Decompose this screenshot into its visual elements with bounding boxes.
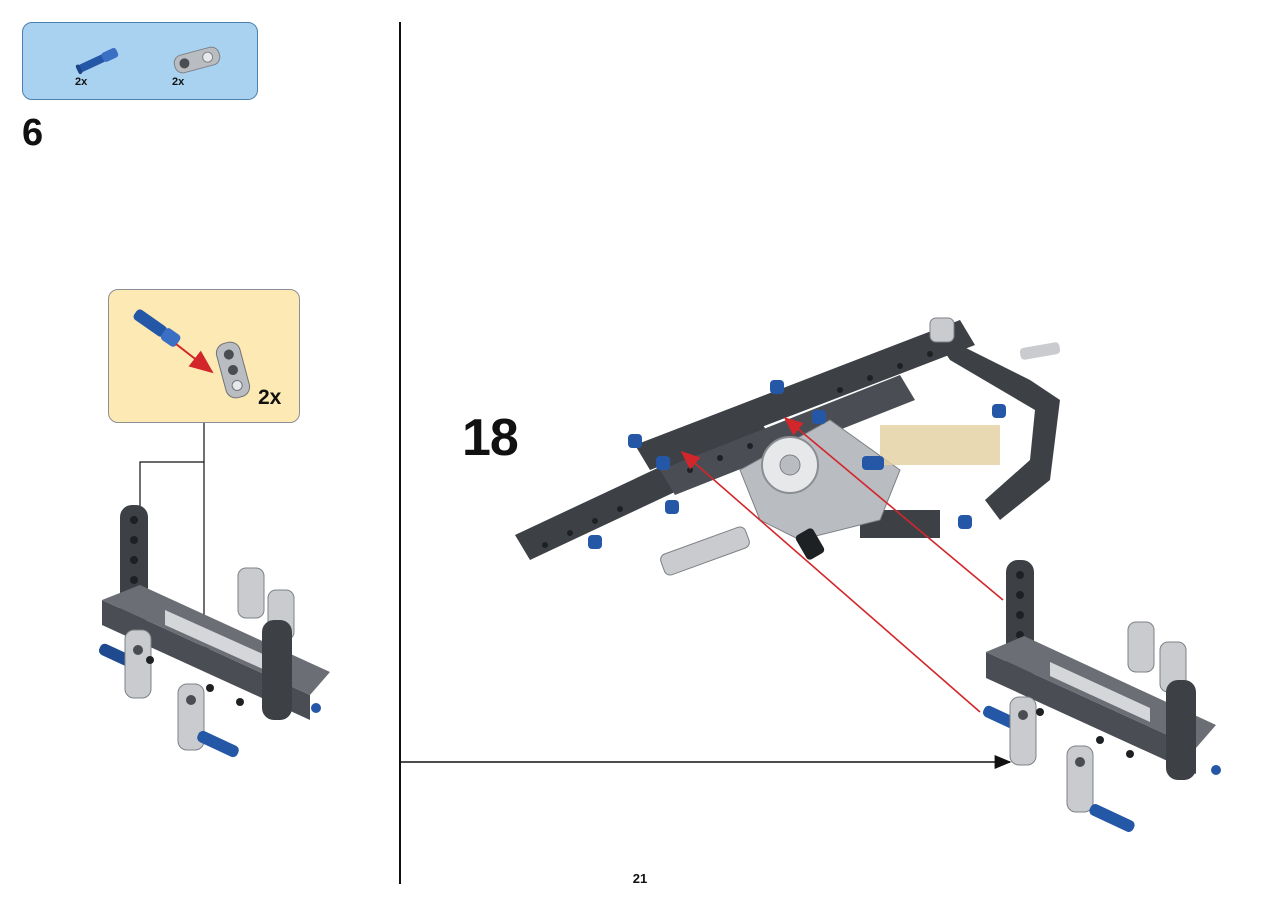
subassembly-count: 2x <box>258 386 282 409</box>
main-step-number: 18 <box>462 409 519 467</box>
main-chassis-assembly <box>515 317 1061 576</box>
substep-6-assembly <box>98 505 330 758</box>
main-step-subassembly <box>982 560 1221 832</box>
page-divider <box>399 22 401 884</box>
red-arrow-lower <box>680 450 981 713</box>
part-count-1: 2x <box>75 76 88 88</box>
callout-red-arrow <box>175 343 214 374</box>
callout-pin-icon <box>133 309 181 347</box>
part-count-2: 2x <box>172 76 185 88</box>
blue-axle-pin-icon <box>75 48 119 75</box>
gray-connector-icon <box>173 46 221 74</box>
substep-number: 6 <box>22 112 44 154</box>
page-number: 21 <box>632 871 648 886</box>
callout-connector-icon <box>215 341 251 399</box>
parts-list-box: 2x 2x <box>22 22 258 100</box>
red-arrow-upper <box>783 416 1004 601</box>
